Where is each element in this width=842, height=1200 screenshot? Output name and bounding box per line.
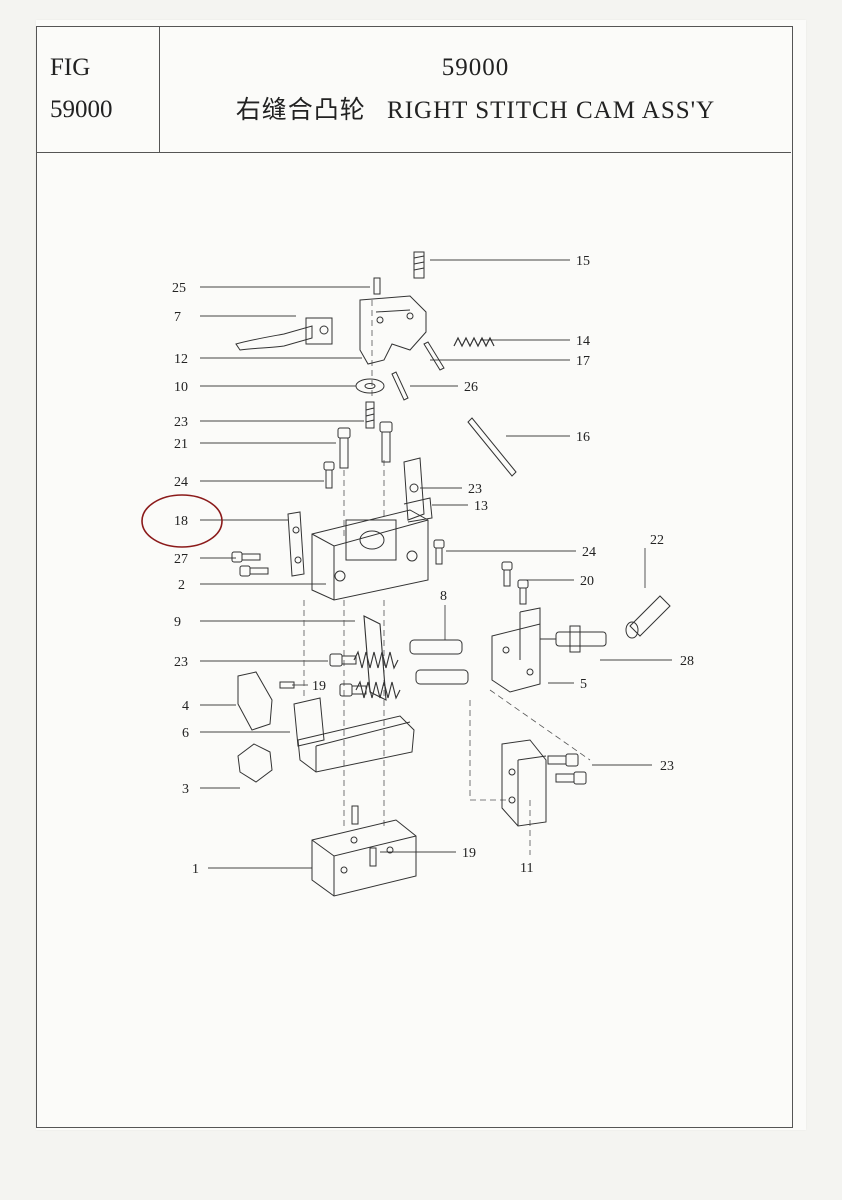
callout-23: 23 — [174, 415, 188, 430]
part-19-pin — [279, 681, 295, 689]
callout-12: 12 — [174, 352, 188, 367]
part-24-screw — [323, 461, 335, 489]
callout-18: 18 — [174, 514, 188, 529]
callout-24: 24 — [174, 475, 188, 490]
part-16-shaft — [467, 417, 517, 477]
part-23-bolt — [365, 401, 375, 429]
leader-lines — [200, 259, 672, 869]
part-5-bracket — [491, 607, 541, 693]
part-7-lever — [235, 317, 333, 351]
part-2-main-block — [311, 509, 429, 601]
callout-23-mid: 23 — [174, 655, 188, 670]
callout-9: 9 — [174, 615, 181, 630]
part-10-washer — [355, 378, 385, 394]
callout-19-lower: 19 — [462, 846, 476, 861]
title-cell: 59000 右缝合凸轮 RIGHT STITCH CAM ASS'Y — [160, 26, 791, 152]
callout-8: 8 — [440, 589, 447, 604]
callout-23-right: 23 — [660, 759, 674, 774]
title-number: 59000 — [441, 54, 510, 81]
title-text: 右缝合凸轮 RIGHT STITCH CAM ASS'Y — [160, 90, 791, 126]
title-english: RIGHT STITCH CAM ASS'Y — [387, 97, 716, 124]
part-17-pin — [423, 341, 445, 371]
part-3-block — [237, 743, 273, 783]
callout-22: 22 — [650, 533, 664, 548]
callout-17: 17 — [576, 354, 590, 369]
callout-4: 4 — [182, 699, 189, 714]
part-27-screws — [231, 551, 269, 577]
part-24-screw-right — [433, 539, 445, 565]
callout-27: 27 — [174, 552, 188, 567]
part-25-pin — [373, 277, 381, 295]
callout-11: 11 — [520, 861, 533, 876]
callout-5: 5 — [580, 677, 587, 692]
part-9-springs — [353, 615, 401, 701]
fig-cell: FIG 59000 — [36, 26, 160, 152]
callout-19-upper: 19 — [312, 679, 326, 694]
callout-13: 13 — [474, 499, 488, 514]
part-13-bracket — [403, 457, 433, 523]
callout-10: 10 — [174, 380, 188, 395]
callout-labels: 25 7 12 10 23 21 24 18 27 2 9 23 19 4 6 … — [172, 254, 694, 877]
part-23-bolts-middle — [329, 653, 367, 697]
highlight-circle — [141, 494, 223, 548]
callout-15: 15 — [576, 254, 590, 269]
part-18-plate — [287, 511, 305, 577]
part-12-bracket — [359, 295, 427, 365]
callout-2: 2 — [178, 578, 185, 593]
paper-sheet — [36, 20, 806, 1130]
part-22-fitting — [625, 595, 671, 639]
title-chinese: 右缝合凸轮 — [235, 95, 366, 124]
callout-24-right: 24 — [582, 545, 596, 560]
callout-28: 28 — [680, 654, 694, 669]
callout-20: 20 — [580, 574, 594, 589]
part-6-slide — [293, 697, 415, 773]
callout-1: 1 — [192, 862, 199, 877]
part-11-block — [501, 739, 547, 827]
part-28-valve — [540, 625, 607, 653]
header: FIG 59000 59000 右缝合凸轮 RIGHT STITCH CAM A… — [36, 26, 791, 153]
callout-16: 16 — [576, 430, 590, 445]
callout-26: 26 — [464, 380, 478, 395]
part-1-base-plate — [311, 805, 417, 897]
callout-21: 21 — [174, 437, 188, 452]
part-15-spring — [413, 251, 425, 279]
assembly-axes — [303, 300, 591, 855]
part-21-bolts — [337, 421, 393, 469]
part-23-bolts-right — [547, 753, 587, 785]
fig-number: 59000 — [50, 96, 113, 123]
part-8-plungers — [409, 639, 469, 685]
callout-14: 14 — [576, 334, 590, 349]
fig-label: FIG — [50, 54, 91, 81]
callout-25: 25 — [172, 281, 186, 296]
page-frame — [36, 26, 793, 1128]
callout-7: 7 — [174, 310, 181, 325]
part-4-block — [237, 671, 273, 731]
callout-6: 6 — [182, 726, 189, 741]
part-14-spring — [453, 336, 495, 348]
part-26-pin — [391, 371, 409, 401]
callout-23-upper-right: 23 — [468, 482, 482, 497]
callout-3: 3 — [182, 782, 189, 797]
part-20-screws — [501, 561, 529, 605]
